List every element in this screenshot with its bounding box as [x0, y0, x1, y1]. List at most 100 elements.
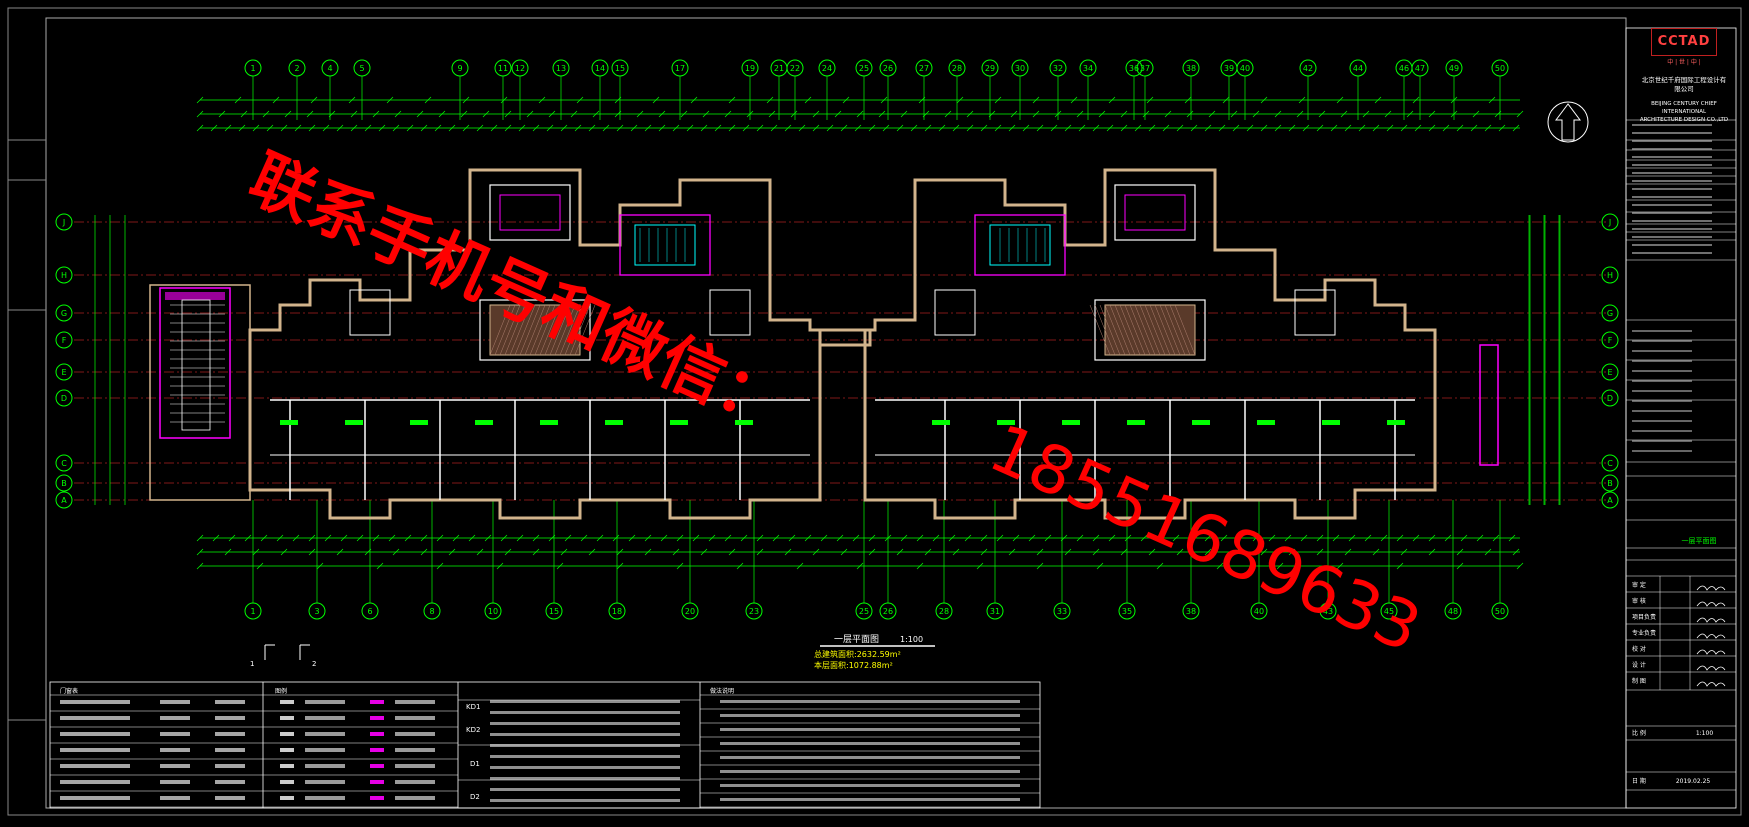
company-logo-sub: 中 | 世 | 中 |	[1667, 59, 1701, 66]
axis-bubble-bottom	[608, 602, 626, 620]
finish-title: 做法说明	[710, 688, 735, 695]
axis-bubble-bottom	[1182, 602, 1200, 620]
axis-label-top: 19	[745, 64, 755, 73]
axis-bubble-top	[1445, 59, 1463, 77]
axis-label-bottom: 15	[549, 607, 559, 616]
axis-label-bottom: 40	[1254, 607, 1264, 616]
sig-row: 制 图	[1632, 678, 1646, 685]
axis-bubble-top	[1349, 59, 1367, 77]
axis-label-side: C	[1607, 459, 1613, 468]
axis-label-side: J	[1608, 218, 1611, 227]
axis-label-top: 28	[952, 64, 962, 73]
axis-label-top: 14	[595, 64, 605, 73]
axis-label-bottom: 6	[367, 607, 372, 616]
axis-label-top: 37	[1140, 64, 1150, 73]
axis-label-bottom: 8	[429, 607, 434, 616]
sig-row: 审 核	[1632, 598, 1646, 605]
axis-bubble-bottom	[1380, 602, 1398, 620]
code-kd2: KD2	[466, 726, 481, 734]
axis-bubble-side	[55, 266, 73, 284]
axis-label-top: 24	[822, 64, 832, 73]
axis-label-bottom: 50	[1495, 607, 1505, 616]
axis-label-side: H	[61, 271, 67, 280]
scale-label: 比 例	[1632, 730, 1646, 737]
axis-bubble-side	[55, 363, 73, 381]
axis-bubble-top	[1011, 59, 1029, 77]
axis-bubble-top	[1125, 59, 1143, 77]
axis-bubble-side	[55, 213, 73, 231]
axis-label-bottom: 45	[1384, 607, 1394, 616]
axis-bubble-top	[1299, 59, 1317, 77]
axis-label-bottom: 3	[314, 607, 319, 616]
cut-mark-2: 2	[312, 660, 316, 668]
axis-label-side: F	[62, 336, 67, 345]
axis-label-bottom: 20	[685, 607, 695, 616]
axis-label-top: 11	[498, 64, 508, 73]
axis-label-bottom: 48	[1448, 607, 1458, 616]
axis-label-side: G	[61, 309, 67, 318]
axis-label-top: 39	[1224, 64, 1234, 73]
axis-label-bottom: 28	[939, 607, 949, 616]
axis-bubble-top	[1136, 59, 1154, 77]
axis-label-top: 36	[1129, 64, 1139, 73]
axis-label-top: 12	[515, 64, 525, 73]
axis-bubble-side	[1601, 213, 1619, 231]
axis-label-top: 1	[250, 64, 255, 73]
axis-bubble-bottom	[855, 602, 873, 620]
axis-label-top: 38	[1186, 64, 1196, 73]
code-d1: D1	[470, 760, 480, 768]
signature-list: 审 定 审 核 项目负责 专业负责 校 对 设 计 制 图	[1632, 580, 1738, 692]
axis-label-top: 46	[1399, 64, 1409, 73]
axis-bubble-top	[1236, 59, 1254, 77]
scale-cell: 比 例 1:100	[1632, 728, 1738, 737]
axis-bubble-bottom	[745, 602, 763, 620]
date-cell: 日 期 2019.02.25	[1632, 776, 1738, 785]
axis-label-bottom: 38	[1186, 607, 1196, 616]
floor-area-text: 本层面积:1072.88m²	[814, 660, 893, 670]
axis-bubble-side	[1601, 474, 1619, 492]
notes-tables	[49, 681, 1041, 809]
axis-label-top: 9	[457, 64, 462, 73]
axis-label-bottom: 10	[488, 607, 498, 616]
axis-bubble-top	[948, 59, 966, 77]
axis-label-bottom: 1	[250, 607, 255, 616]
drawing-title: 一层平面图	[834, 634, 879, 645]
sheet-name: 一层平面图	[1681, 537, 1717, 545]
axis-bubble-bottom	[1319, 602, 1337, 620]
axis-label-top: 26	[883, 64, 893, 73]
axis-bubble-bottom	[681, 602, 699, 620]
axis-label-side: G	[1607, 309, 1613, 318]
axis-label-top: 29	[985, 64, 995, 73]
axis-bubble-top	[1079, 59, 1097, 77]
axis-bubble-top	[353, 59, 371, 77]
axis-bubble-top	[818, 59, 836, 77]
axis-bubble-side	[55, 331, 73, 349]
axis-bubble-top	[671, 59, 689, 77]
drawing-scale: 1:100	[900, 635, 923, 644]
axis-bubble-top	[1182, 59, 1200, 77]
date-label: 日 期	[1632, 778, 1646, 785]
axis-label-side: C	[61, 459, 67, 468]
axis-bubble-bottom	[935, 602, 953, 620]
axis-label-top: 25	[859, 64, 869, 73]
north-arrow-icon	[1547, 101, 1589, 143]
dimension-lines	[94, 96, 1561, 570]
axis-label-bottom: 35	[1122, 607, 1132, 616]
axis-label-bottom: 33	[1057, 607, 1067, 616]
axis-label-top: 30	[1015, 64, 1025, 73]
sig-row: 项目负责	[1632, 614, 1657, 621]
axis-label-top: 50	[1495, 64, 1505, 73]
building-outline	[149, 168, 1499, 520]
axis-bubble-top	[591, 59, 609, 77]
axis-grid	[74, 76, 1606, 603]
axis-bubble-side	[1601, 491, 1619, 509]
axis-bubble-top	[879, 59, 897, 77]
axis-label-side: F	[1608, 336, 1613, 345]
axis-label-bottom: 26	[883, 607, 893, 616]
code-d2: D2	[470, 793, 480, 801]
axis-bubble-bottom	[423, 602, 441, 620]
axis-bubble-side	[1601, 454, 1619, 472]
axis-bubble-side	[1601, 304, 1619, 322]
axis-label-top: 49	[1449, 64, 1459, 73]
